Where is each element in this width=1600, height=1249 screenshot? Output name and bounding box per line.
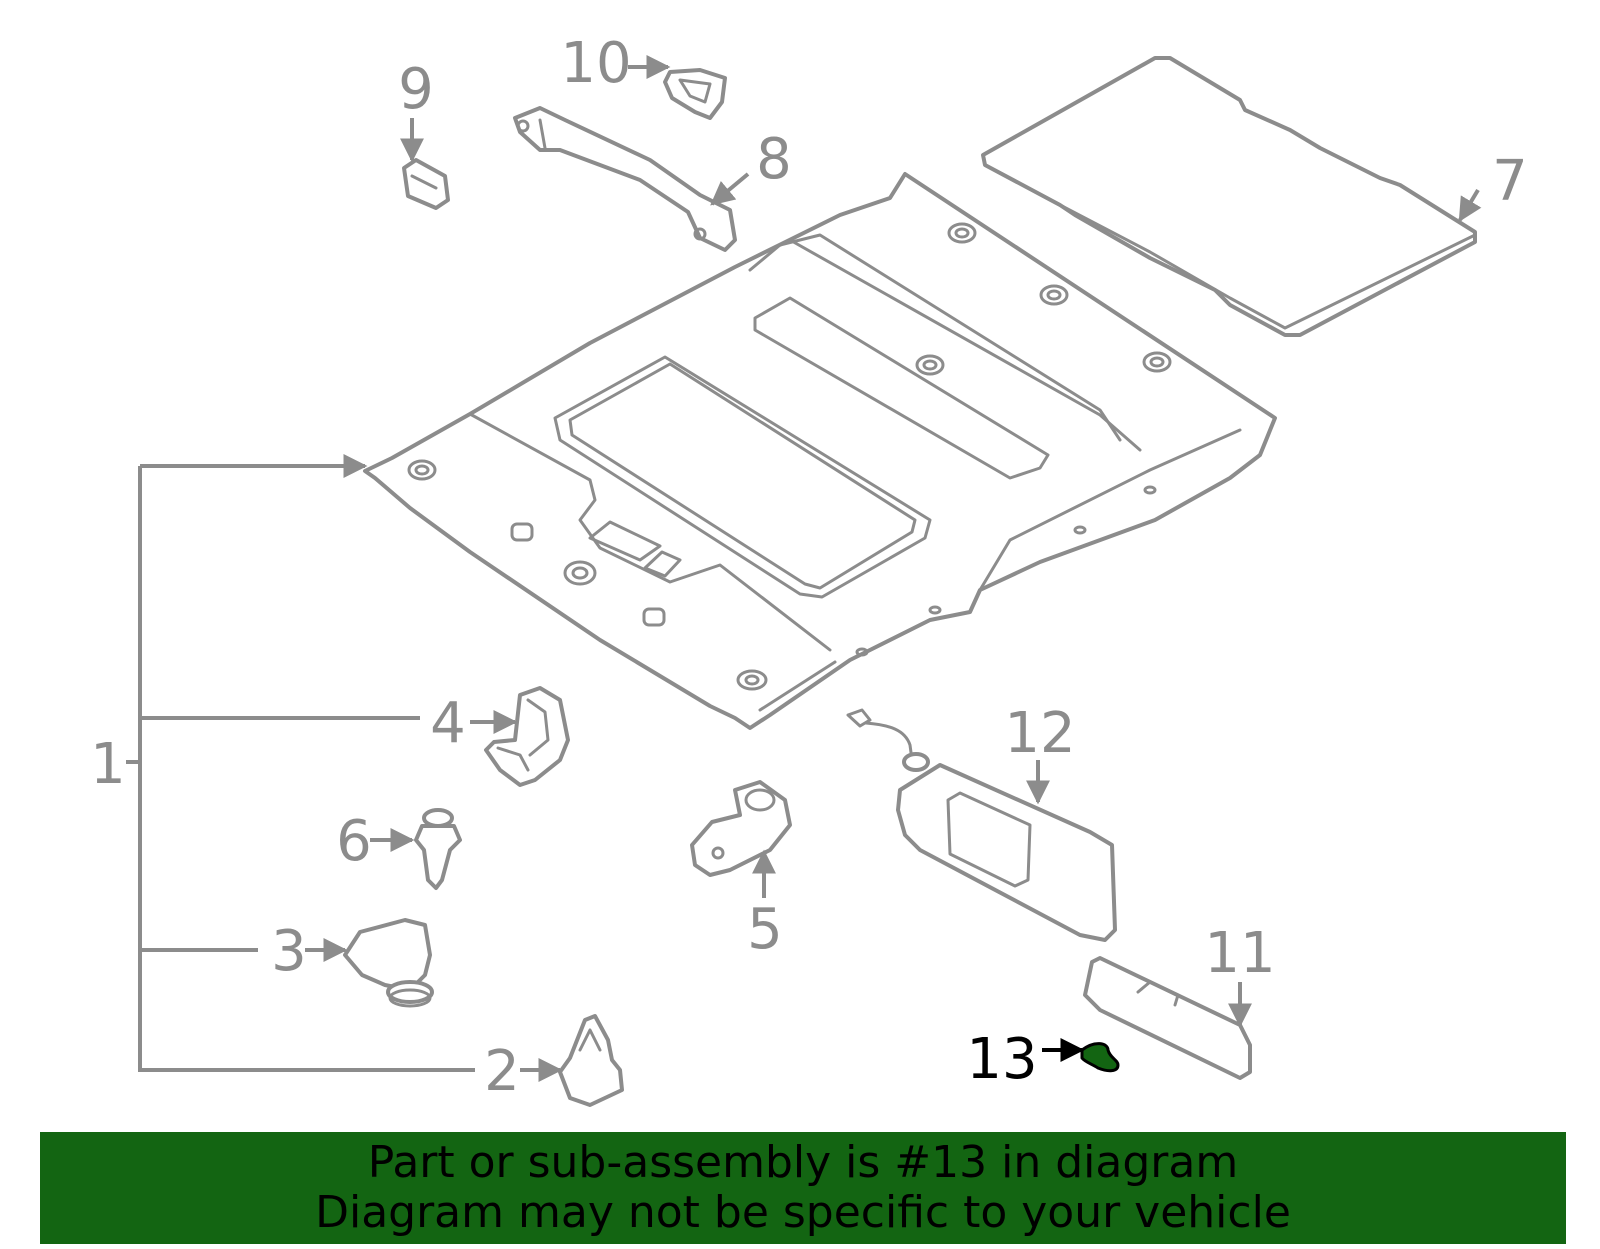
callout-10: 10 bbox=[560, 31, 631, 96]
callout-2: 2 bbox=[484, 1039, 520, 1104]
grab-handle bbox=[513, 106, 737, 252]
callout-3: 3 bbox=[271, 919, 307, 984]
callout-7: 7 bbox=[1492, 149, 1528, 214]
callout-12: 12 bbox=[1004, 701, 1075, 766]
vanity-mirror bbox=[1083, 956, 1252, 1080]
cover-part bbox=[402, 158, 450, 210]
parts-diagram: 1 2 3 4 5 6 7 8 9 10 11 12 13 bbox=[90, 31, 1528, 1107]
clip-2 bbox=[558, 1014, 624, 1107]
callout-1-bracket bbox=[126, 454, 475, 1072]
callout-4: 4 bbox=[430, 691, 466, 756]
clip-6 bbox=[414, 808, 462, 890]
info-banner: Part or sub-assembly is #13 in diagram D… bbox=[40, 1132, 1566, 1244]
retainer-4 bbox=[484, 686, 570, 787]
highlighted-part-13 bbox=[1080, 1042, 1120, 1073]
callout-13: 13 bbox=[966, 1027, 1037, 1092]
callout-8: 8 bbox=[756, 127, 792, 192]
banner-line-1: Part or sub-assembly is #13 in diagram bbox=[367, 1137, 1239, 1188]
cap-part bbox=[663, 68, 727, 120]
holder-5 bbox=[690, 780, 792, 877]
leader-arrows bbox=[305, 55, 1482, 1082]
sun-visor bbox=[846, 708, 1117, 942]
banner-line-2: Diagram may not be specific to your vehi… bbox=[315, 1187, 1291, 1238]
callout-5: 5 bbox=[747, 897, 783, 962]
callout-6: 6 bbox=[336, 809, 372, 874]
callout-9: 9 bbox=[398, 57, 434, 122]
callout-11: 11 bbox=[1204, 921, 1275, 986]
sunshade-panel bbox=[981, 56, 1477, 337]
retainer-3 bbox=[343, 918, 434, 1008]
callout-1: 1 bbox=[90, 732, 126, 797]
headliner-panel bbox=[363, 172, 1277, 730]
